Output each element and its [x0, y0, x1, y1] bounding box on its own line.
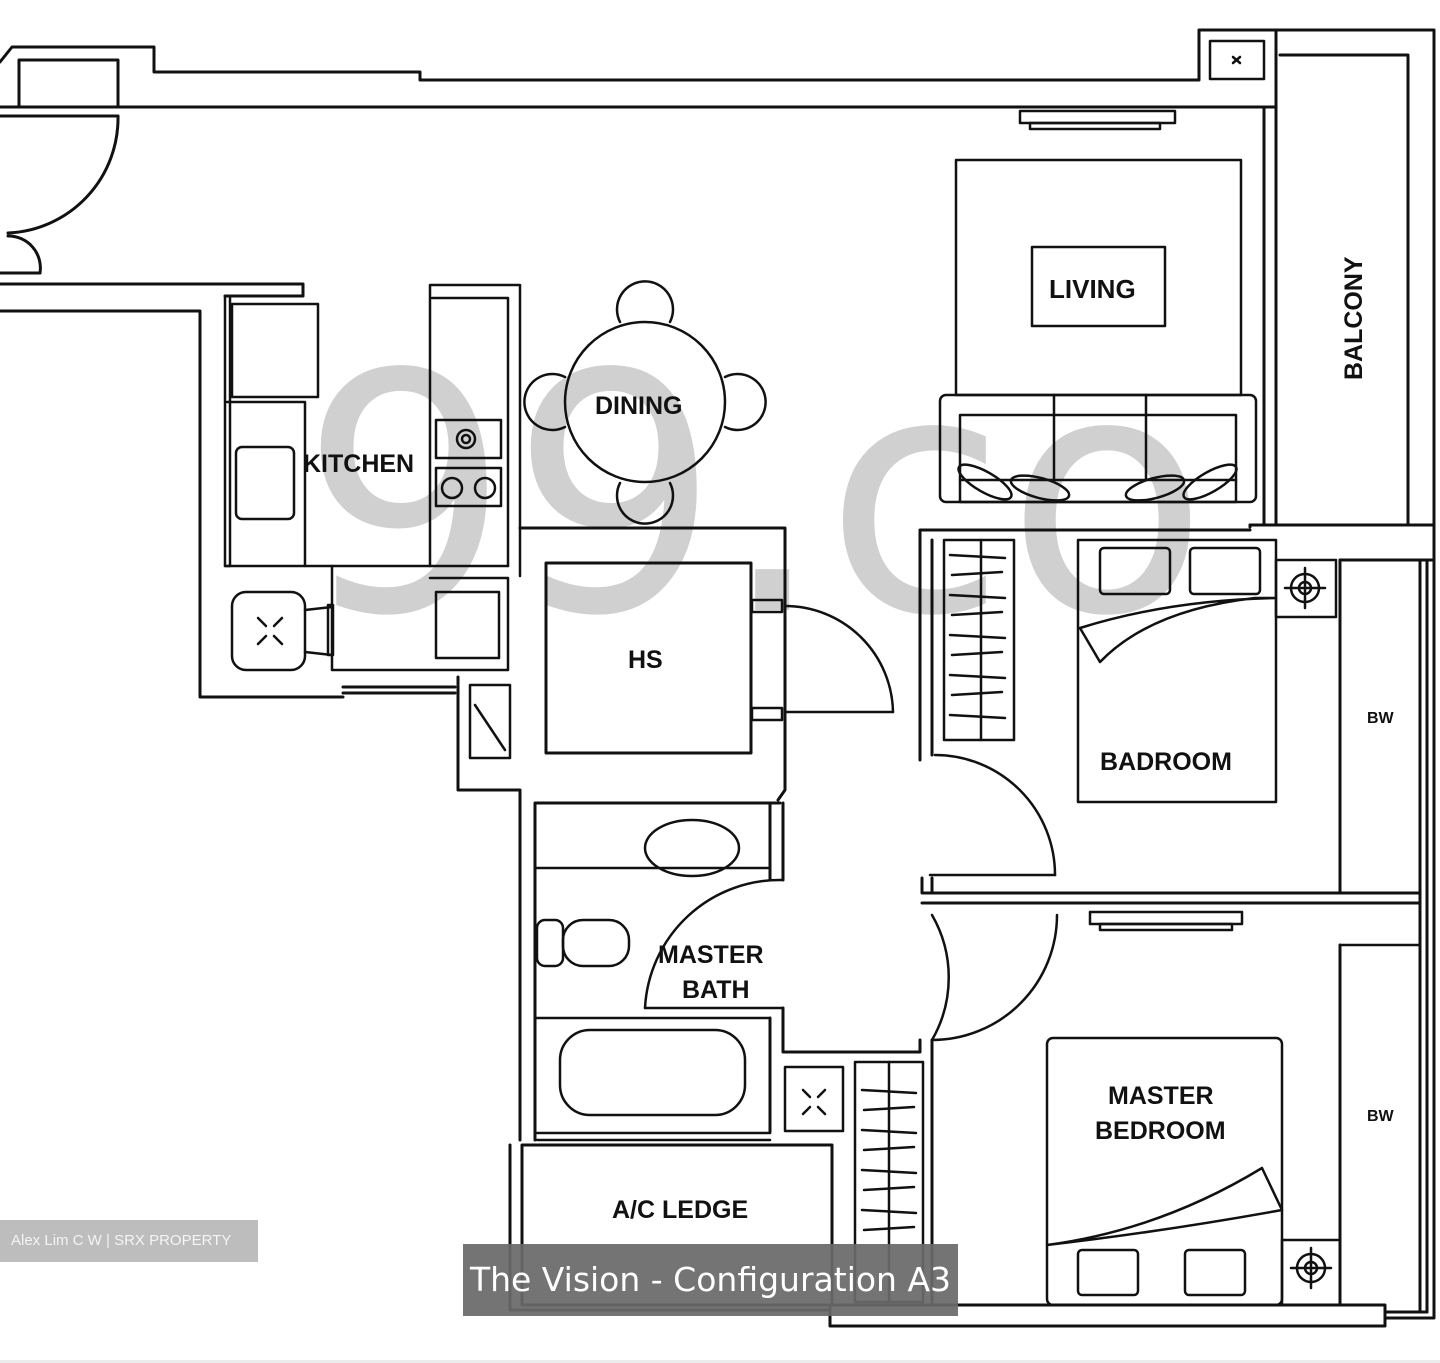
- household-shelter: [456, 526, 895, 1142]
- entrance-door: [0, 114, 120, 275]
- living-label: LIVING: [1049, 274, 1136, 304]
- ac-unit-icon: [1208, 39, 1266, 81]
- hs-label: HS: [628, 646, 663, 674]
- master-bath: [533, 801, 922, 1142]
- master-wardrobe-hangers: [860, 1088, 918, 1232]
- dining-table: [523, 280, 767, 525]
- corridor-walls: [0, 282, 457, 699]
- balcony-label: BALCONY: [1340, 256, 1368, 380]
- ac-ledge-label: A/C LEDGE: [612, 1196, 748, 1224]
- master-bath-label-line1: MASTER: [658, 941, 764, 969]
- bedroom-area: [918, 528, 1422, 895]
- credit-badge: Alex Lim C W | SRX PROPERTY: [0, 1220, 258, 1262]
- bw-upper-label: BW: [1367, 710, 1395, 727]
- bedroom-label: BADROOM: [1100, 748, 1232, 776]
- watermark: 99.co: [300, 304, 1208, 688]
- wardrobe-hangers: [948, 553, 1007, 720]
- svg-text:99.co: 99.co: [300, 304, 1208, 688]
- bottom-divider: [0, 1360, 1440, 1363]
- master-bedroom-label-line1: MASTER: [1108, 1082, 1214, 1110]
- living-area: [938, 109, 1258, 504]
- master-bath-label-line2: BATH: [682, 976, 750, 1004]
- plan-caption: The Vision - Configuration A3: [463, 1244, 958, 1316]
- master-bedroom-label-line2: BEDROOM: [1095, 1117, 1226, 1145]
- dining-label: DINING: [595, 392, 683, 420]
- kitchen-area: [223, 283, 522, 672]
- bw-lower-label: BW: [1367, 1108, 1395, 1125]
- exterior-walls: [0, 28, 1436, 1328]
- kitchen-label: KITCHEN: [303, 450, 414, 478]
